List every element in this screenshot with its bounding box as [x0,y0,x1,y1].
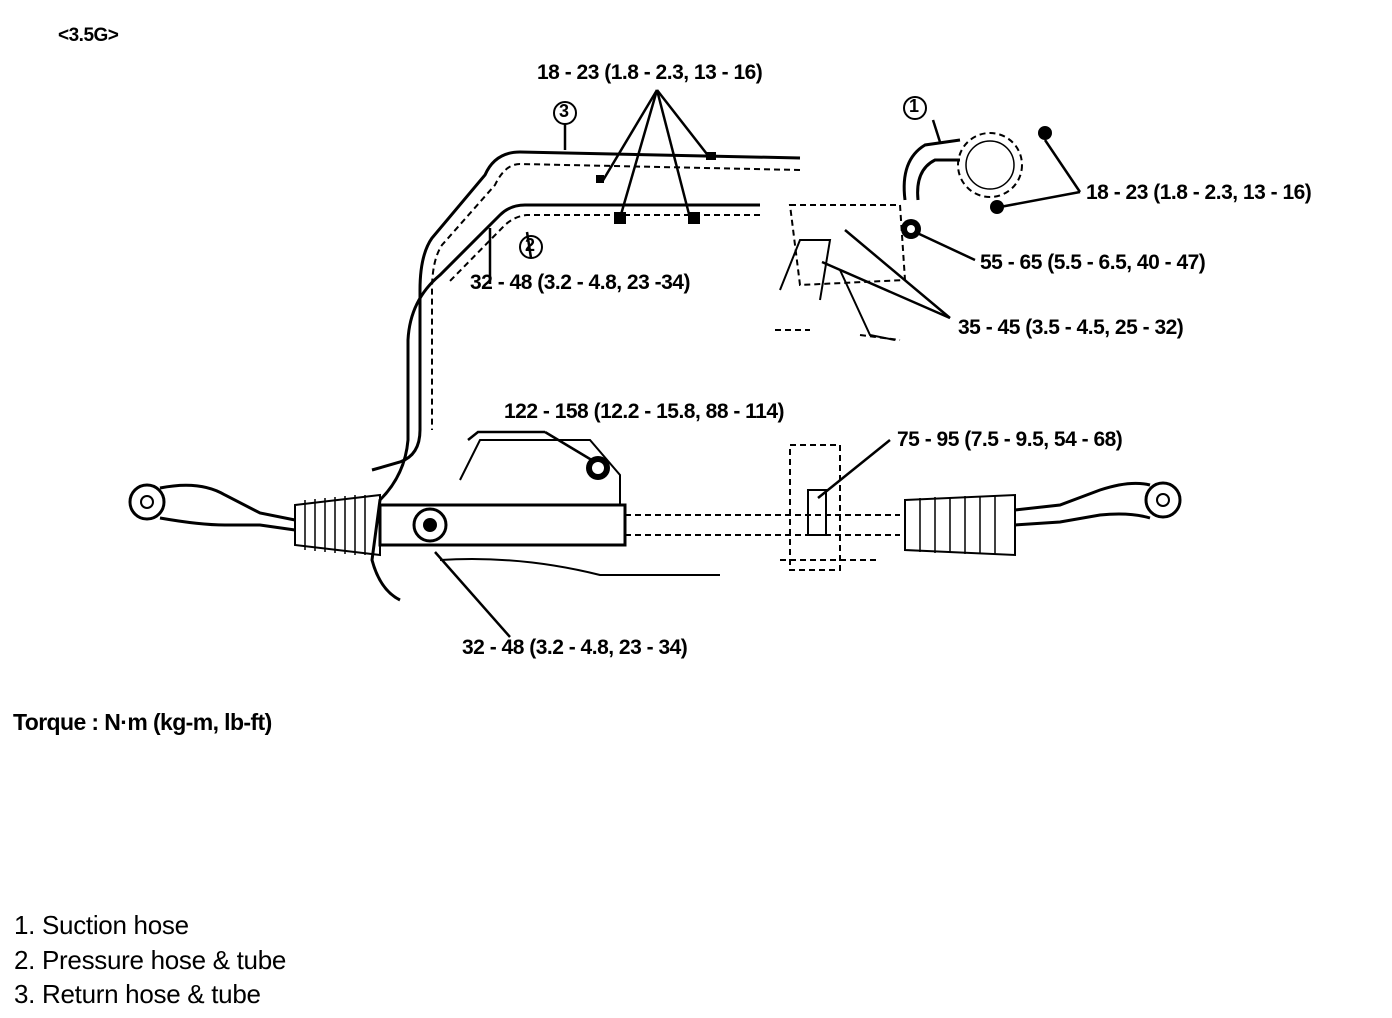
torque-unit-note: Torque : N·m (kg-m, lb-ft) [13,709,272,735]
legend-item-pressure-hose: 2. Pressure hose & tube [14,945,287,975]
power-steering-pump [775,126,1052,341]
leader-lines [434,89,1082,638]
callout-ring-2 [519,235,543,259]
torque-label-gear-mount: 122 - 158 (12.2 - 15.8, 88 - 114) [504,400,785,423]
callout-ring-3 [553,101,577,125]
torque-label-gear-fitting: 32 - 48 (3.2 - 4.8, 23 - 34) [462,636,688,659]
callout-2: 2 [525,235,535,255]
callout-3: 3 [559,101,569,121]
return-hose-tube [371,150,801,472]
left-tie-rod [128,483,381,557]
callout-ring-1 [903,96,927,120]
torque-label-pressure-tube: 32 - 48 (3.2 - 4.8, 23 -34) [470,271,690,294]
torque-label-gear-clamp: 75 - 95 (7.5 - 9.5, 54 - 68) [897,428,1123,451]
legend-item-return-hose: 3. Return hose & tube [14,979,261,1009]
callout-1: 1 [909,96,919,116]
torque-label-right-upper: 18 - 23 (1.8 - 2.3, 13 - 16) [1086,181,1312,204]
legend-item-suction-hose: 1. Suction hose [14,910,189,940]
torque-label-top-center: 18 - 23 (1.8 - 2.3, 13 - 16) [537,61,763,84]
engine-variant-label: <3.5G> [58,25,119,46]
torque-label-pump-mount: 35 - 45 (3.5 - 4.5, 25 - 32) [958,316,1184,339]
steering-gear [378,439,900,576]
pressure-hose-tube [370,203,760,602]
right-tie-rod [904,481,1182,557]
torque-label-pump-outlet: 55 - 65 (5.5 - 6.5, 40 - 47) [980,251,1206,274]
